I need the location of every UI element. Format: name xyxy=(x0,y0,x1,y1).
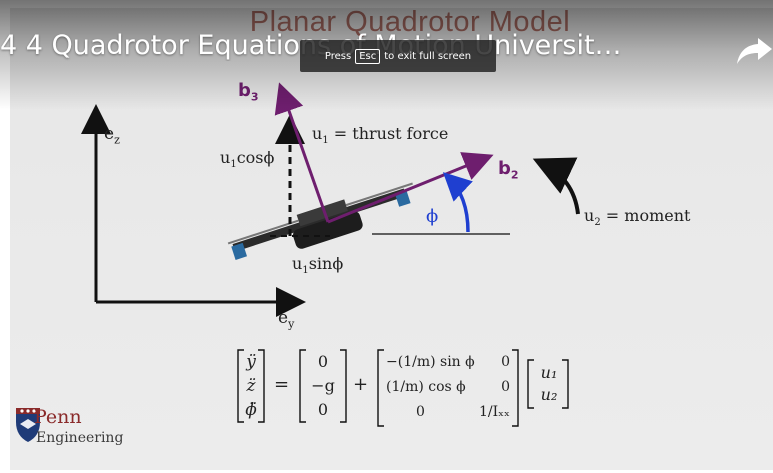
b3-vector xyxy=(274,82,330,223)
moment-arrow xyxy=(532,157,580,215)
ez-label: ez xyxy=(104,124,120,147)
thrust-label: u1 = thrust force xyxy=(312,124,449,147)
b2-vector xyxy=(327,152,494,224)
esc-hint-suffix: to exit full screen xyxy=(384,50,472,62)
b2-label: b2 xyxy=(498,158,519,182)
moment-label: u2 = moment xyxy=(584,206,691,229)
penn-shield-icon xyxy=(16,408,40,442)
eq-equals: = xyxy=(274,374,290,395)
phi-arc xyxy=(442,172,473,233)
esc-hint-prefix: Press xyxy=(324,50,352,62)
eq-plus: + xyxy=(353,374,369,395)
share-arrow-icon[interactable] xyxy=(736,34,773,66)
phi-label: ϕ xyxy=(426,206,439,227)
penn-logo-sub: Engineering xyxy=(36,430,124,446)
u1sin-label: u1sinϕ xyxy=(292,254,344,277)
exit-fullscreen-hint: Press Esc to exit full screen xyxy=(300,40,496,72)
penn-logo-name: Penn xyxy=(34,406,82,428)
ey-label: ey xyxy=(278,308,295,331)
u1cos-label: u1cosϕ xyxy=(220,148,275,171)
b3-label: b3 xyxy=(238,80,259,104)
esc-key: Esc xyxy=(355,48,381,64)
